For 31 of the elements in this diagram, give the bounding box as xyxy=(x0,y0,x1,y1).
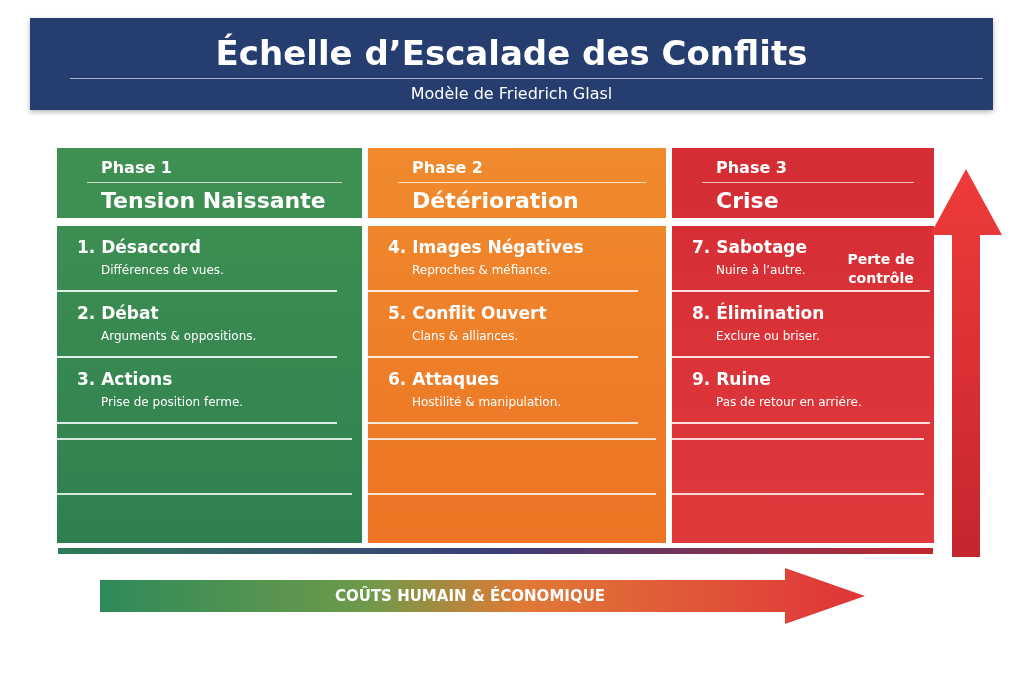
phase-title: Crise xyxy=(716,188,779,214)
stage-description: Nuire à l’autre. xyxy=(716,262,806,278)
phase-label: Phase 3 xyxy=(716,158,787,178)
phase-panel xyxy=(57,148,362,543)
stage-title: 3. Actions xyxy=(77,368,173,390)
stage-title: 5. Conflit Ouvert xyxy=(388,302,547,324)
diagram-title: Échelle d’Escalade des Conflits xyxy=(214,32,809,74)
stage-title: 8. Élimination xyxy=(692,302,825,324)
subtitle: Modèle de Friedrich Glasl xyxy=(409,84,614,104)
side-note: Perte de contrôle xyxy=(846,250,916,288)
stage-title: 6. Attaques xyxy=(388,368,499,390)
stage-title: 4. Images Négatives xyxy=(388,236,584,258)
stage-description: Pas de retour en arriére. xyxy=(716,394,862,410)
stage-description: Arguments & oppositions. xyxy=(101,328,257,344)
stage-description: Prise de position ferme. xyxy=(101,394,244,410)
phase-panel xyxy=(672,148,934,543)
phase-title: Détérioration xyxy=(412,188,579,214)
phase-title: Tension Naissante xyxy=(101,188,326,214)
arrow-label: COÛTS HUMAIN & ÉCONOMIQUE xyxy=(334,587,606,605)
stage-title: 9. Ruine xyxy=(692,368,771,390)
phase-label: Phase 2 xyxy=(412,158,483,178)
stage-description: Reproches & méfiance. xyxy=(412,262,552,278)
phase-panel xyxy=(368,148,666,543)
stage-title: 7. Sabotage xyxy=(692,236,808,258)
phase-label: Phase 1 xyxy=(101,158,172,178)
stage-title: 1. Désaccord xyxy=(77,236,201,258)
stage-description: Clans & alliances. xyxy=(412,328,519,344)
stage-description: Différences de vues. xyxy=(101,262,224,278)
stage-title: 2. Débat xyxy=(77,302,159,324)
stage-description: Exclure ou briser. xyxy=(716,328,820,344)
stage-description: Hostilité & manipulation. xyxy=(412,394,562,410)
